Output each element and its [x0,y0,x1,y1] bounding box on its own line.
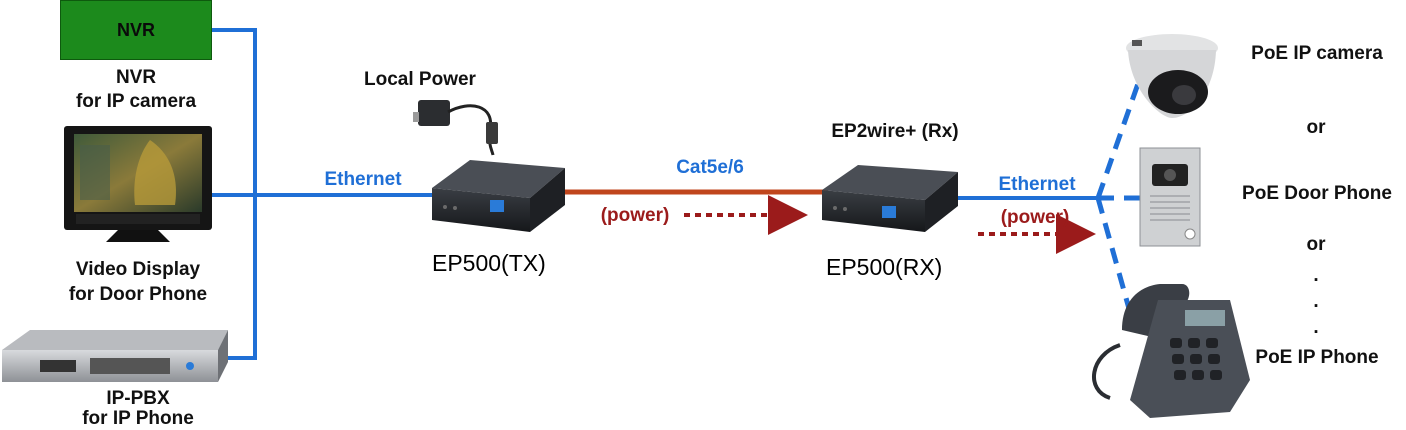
endpoint-dot-3: . [1313,317,1319,338]
endpoint-fanout [1095,77,1143,331]
ep500-rx-device [822,165,958,232]
tx-label: EP500(TX) [432,250,546,276]
left-ethernet-bus [212,28,440,360]
video-display-caption-line2: for Door Phone [68,284,208,305]
endpoint-or-1: or [1306,117,1326,138]
dome-camera-icon [1126,34,1218,118]
rx-top-label: EP2wire+ (Rx) [831,121,959,142]
door-phone-icon [1139,147,1201,247]
ippbx-icon [2,330,228,382]
left-ethernet-label: Ethernet [324,169,402,190]
endpoint-dot-2: . [1313,291,1319,312]
cable-label: Cat5e/6 [676,157,744,178]
right-ethernet-label: Ethernet [998,174,1076,195]
ippbx-caption-line1: IP-PBX [106,388,170,409]
rx-label: EP500(RX) [826,254,943,280]
video-display-caption-line1: Video Display [75,259,201,280]
nvr-device-box: NVR [60,0,212,60]
nvr-caption-line2: for IP camera [75,91,197,112]
nvr-box-label: NVR [116,19,155,40]
endpoint-ip-phone-label: PoE IP Phone [1255,347,1379,368]
nvr-caption-line1: NVR [115,67,157,88]
endpoint-door-phone-label: PoE Door Phone [1242,183,1392,204]
tv-display-icon [64,126,212,242]
ep500-tx-device [432,160,565,232]
right-power-label: (power) [1000,207,1070,228]
endpoint-or-2: or [1306,234,1326,255]
power-adapter-icon [413,100,498,156]
local-power-label: Local Power [364,69,476,90]
endpoint-camera-label: PoE IP camera [1251,43,1383,64]
ip-phone-icon [1092,284,1250,418]
ippbx-caption-line2: for IP Phone [82,408,194,429]
cable-power-label: (power) [600,205,670,226]
endpoint-dot-1: . [1313,265,1319,286]
